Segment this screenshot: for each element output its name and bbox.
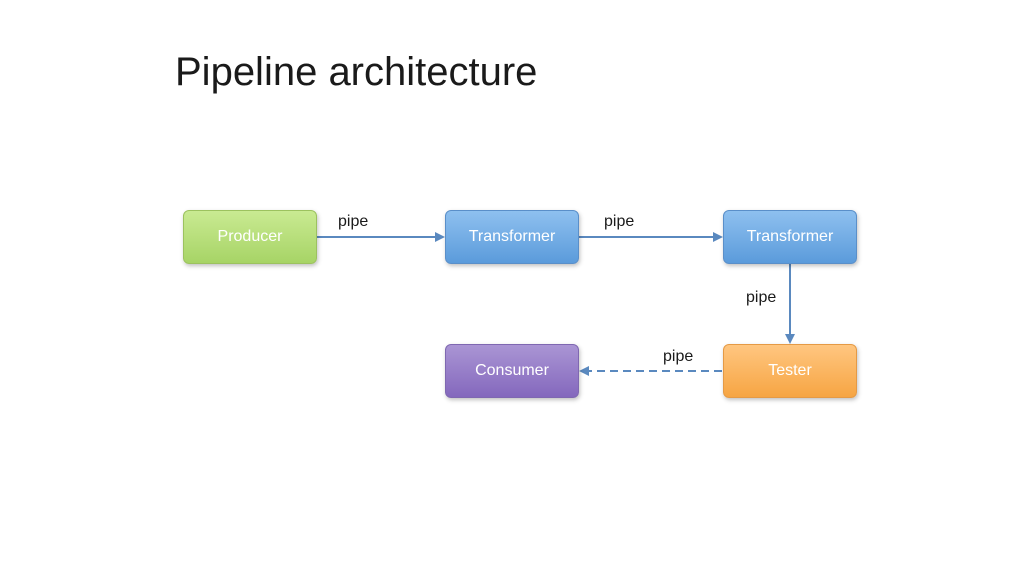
pipe-label: pipe	[663, 348, 694, 365]
pipe-label: pipe	[604, 213, 635, 230]
tester-node: Tester	[723, 344, 857, 398]
producer-node: Producer	[183, 210, 317, 264]
pipe-label: pipe	[746, 289, 777, 306]
consumer-node: Consumer	[445, 344, 579, 398]
transformer-node-1: Transformer	[445, 210, 579, 264]
pipe-label: pipe	[338, 213, 369, 230]
page-title: Pipeline architecture	[175, 50, 538, 94]
transformer-node-2: Transformer	[723, 210, 857, 264]
